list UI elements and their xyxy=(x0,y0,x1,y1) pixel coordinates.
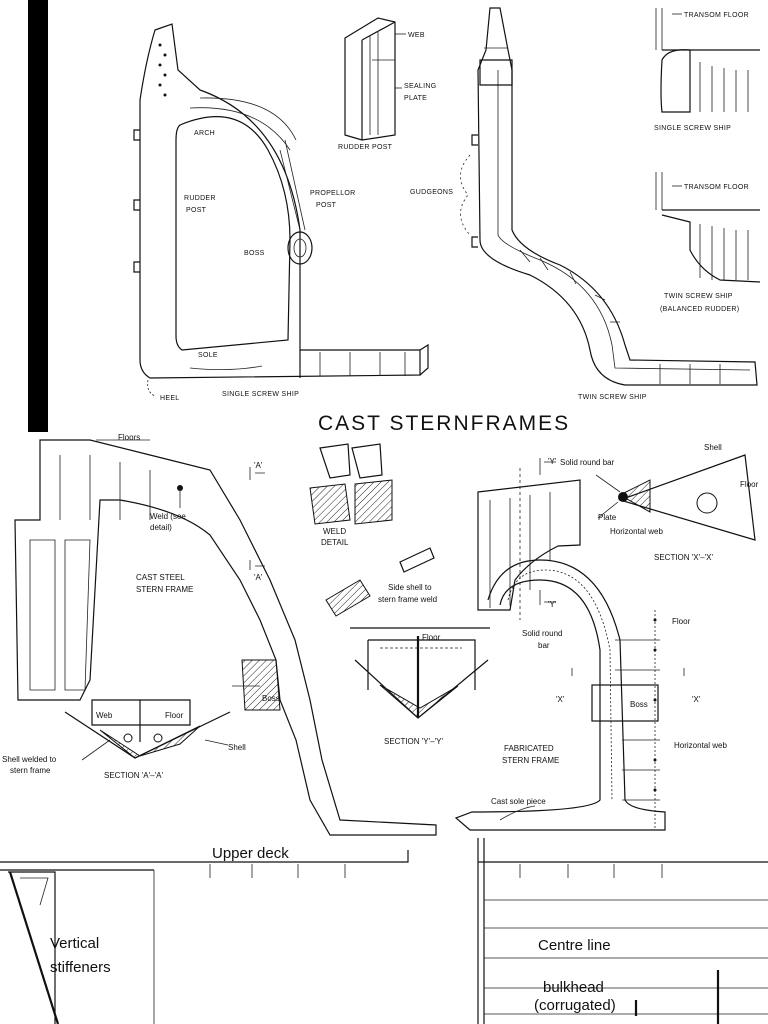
label-weld-see: Weld (see xyxy=(150,512,186,521)
label-transom-floor-1: TRANSOM FLOOR xyxy=(684,12,749,19)
label-horizontal-web-fab: Horizontal web xyxy=(674,741,727,750)
label-boss-cast: Boss xyxy=(262,694,280,703)
label-solid-round: Solid round xyxy=(522,629,562,638)
label-shell-welded: Shell welded to xyxy=(2,755,57,764)
label-y-bottom: 'Y' xyxy=(548,600,557,609)
bulkhead-right: Centre line bulkhead (corrugated) xyxy=(477,838,768,1024)
label-plate: PLATE xyxy=(404,95,427,102)
label-x-left: 'X' xyxy=(556,695,565,704)
label-propellor: PROPELLOR xyxy=(310,190,356,197)
caption-transom-twin: TWIN SCREW SHIP xyxy=(664,293,733,300)
caption-transom-single: SINGLE SCREW SHIP xyxy=(654,125,731,132)
label-fabricated: FABRICATED xyxy=(504,744,554,753)
label-upper-deck: Upper deck xyxy=(212,845,289,862)
single-screw-sternframe: ARCH RUDDER POST PROPELLOR POST BOSS SOL… xyxy=(133,23,429,402)
label-horizontal-web-x: Horizontal web xyxy=(610,527,663,536)
label-sole: SOLE xyxy=(198,352,218,359)
label-floors: Floors xyxy=(118,433,140,442)
section-aa: Web Floor Shell Shell welded to stern fr… xyxy=(2,699,246,780)
label-side-shell-weld: stern frame weld xyxy=(378,595,437,604)
transom-twin-screw: TRANSOM FLOOR TWIN SCREW SHIP (BALANCED … xyxy=(655,172,761,313)
twin-screw-sternframe: GUDGEONS TWIN SCREW SHIP xyxy=(410,7,758,401)
label-section-yy: SECTION 'Y'–'Y' xyxy=(384,737,443,746)
label-y-top: 'Y' xyxy=(548,457,557,466)
label-floor-fab: Floor xyxy=(672,617,691,626)
label-bulkhead: bulkhead xyxy=(543,979,604,996)
label-centre-line: Centre line xyxy=(538,937,611,954)
label-weld: WELD xyxy=(323,527,346,536)
caption-rudder-post: RUDDER POST xyxy=(338,144,393,151)
label-arch: ARCH xyxy=(194,130,215,137)
left-black-bar xyxy=(28,0,48,432)
label-shell-x: Shell xyxy=(704,443,722,452)
cast-steel-stern-frame: Floors 'A' 'A' Weld (see detail) CAST ST… xyxy=(14,433,437,836)
label-floor-yy: Floor xyxy=(422,633,441,642)
weld-detail: WELD DETAIL Side shell to stern frame we… xyxy=(309,443,437,617)
label-heel: HEEL xyxy=(160,395,180,402)
label-web-aa: Web xyxy=(96,711,113,720)
caption-twin-screw: TWIN SCREW SHIP xyxy=(578,394,647,401)
label-gudgeons: GUDGEONS xyxy=(410,189,453,196)
label-boss: BOSS xyxy=(244,250,265,257)
label-sealing: SEALING xyxy=(404,83,436,90)
label-detail: detail) xyxy=(150,523,172,532)
label-rudder: RUDDER xyxy=(184,195,216,202)
label-transom-floor-2: TRANSOM FLOOR xyxy=(684,184,749,191)
fabricated-stern-frame: 'Y' 'Y' Floor Solid round bar 'X' 'X' Bo… xyxy=(454,457,727,831)
label-propellor-post: POST xyxy=(316,202,337,209)
label-section-xx: SECTION 'X'–'X' xyxy=(654,553,713,562)
section-xx: Shell Floor Solid round bar Plate Horizo… xyxy=(560,443,759,562)
label-a-top: 'A' xyxy=(254,461,263,470)
label-x-right: 'X' xyxy=(692,695,701,704)
label-rudder-post: POST xyxy=(186,207,207,214)
label-side-shell: Side shell to xyxy=(388,583,432,592)
label-stern-frame-fab: STERN FRAME xyxy=(502,756,559,765)
label-floor-x: Floor xyxy=(740,480,759,489)
label-a-bottom: 'A' xyxy=(254,573,263,582)
transom-single-screw: TRANSOM FLOOR SINGLE SCREW SHIP xyxy=(654,8,760,132)
label-weld-detail: DETAIL xyxy=(321,538,349,547)
label-web: WEB xyxy=(408,32,425,39)
bulkhead-left: Upper deck Vertical stiffeners xyxy=(0,845,409,1024)
section-yy: Floor SECTION 'Y'–'Y' xyxy=(350,627,490,746)
label-cast-sole: Cast sole piece xyxy=(491,797,546,806)
title-cast-sternframes: CAST STERNFRAMES xyxy=(318,412,570,435)
label-corrugated: (corrugated) xyxy=(534,997,616,1014)
label-plate-x: Plate xyxy=(598,513,617,522)
label-stern-frame: STERN FRAME xyxy=(136,585,193,594)
label-stiffeners: stiffeners xyxy=(50,959,111,976)
label-boss-fab: Boss xyxy=(630,700,648,709)
label-cast-steel: CAST STEEL xyxy=(136,573,185,582)
caption-single-screw: SINGLE SCREW SHIP xyxy=(222,391,299,398)
label-bar: bar xyxy=(538,641,550,650)
label-vertical: Vertical xyxy=(50,935,99,952)
label-stern-frame-lc: stern frame xyxy=(10,766,51,775)
label-floor-aa: Floor xyxy=(165,711,184,720)
label-solid-round-bar-x: Solid round bar xyxy=(560,458,615,467)
caption-balanced-rudder: (BALANCED RUDDER) xyxy=(660,306,739,313)
label-section-aa: SECTION 'A'–'A' xyxy=(104,771,163,780)
label-shell-aa: Shell xyxy=(228,743,246,752)
rudder-post-detail: WEB SEALING PLATE RUDDER POST xyxy=(338,17,436,151)
